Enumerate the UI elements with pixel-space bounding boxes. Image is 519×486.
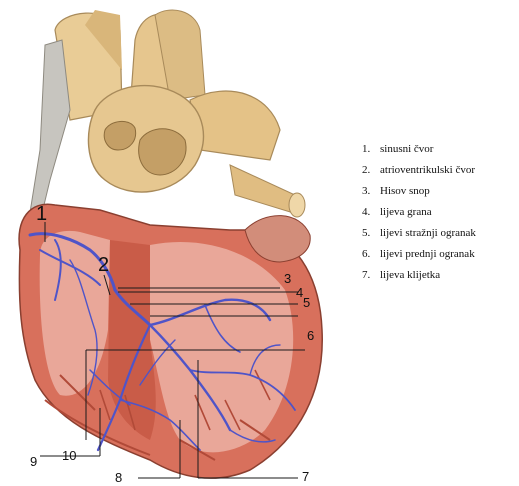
callout-5: 5 bbox=[303, 295, 310, 310]
legend-item: 3.Hisov snop bbox=[362, 184, 476, 205]
legend-item: 6.lijevi prednji ogranak bbox=[362, 247, 476, 268]
callout-1: 1 bbox=[36, 203, 47, 225]
legend-item: 7.lijeva klijetka bbox=[362, 268, 476, 289]
legend-item: 4.lijeva grana bbox=[362, 205, 476, 226]
callout-2: 2 bbox=[98, 254, 109, 276]
callout-6: 6 bbox=[307, 328, 314, 343]
callout-10: 10 bbox=[62, 448, 76, 463]
great-vessels bbox=[28, 10, 305, 230]
callout-3: 3 bbox=[284, 271, 291, 286]
callout-8: 8 bbox=[115, 470, 122, 485]
legend: 1.sinusni čvor 2.atrioventrikulski čvor … bbox=[362, 142, 476, 289]
myocardium bbox=[19, 204, 322, 478]
legend-item: 2.atrioventrikulski čvor bbox=[362, 163, 476, 184]
callout-7: 7 bbox=[302, 469, 309, 484]
legend-item: 5.lijevi stražnji ogranak bbox=[362, 226, 476, 247]
callout-9: 9 bbox=[30, 454, 37, 469]
legend-item: 1.sinusni čvor bbox=[362, 142, 476, 163]
